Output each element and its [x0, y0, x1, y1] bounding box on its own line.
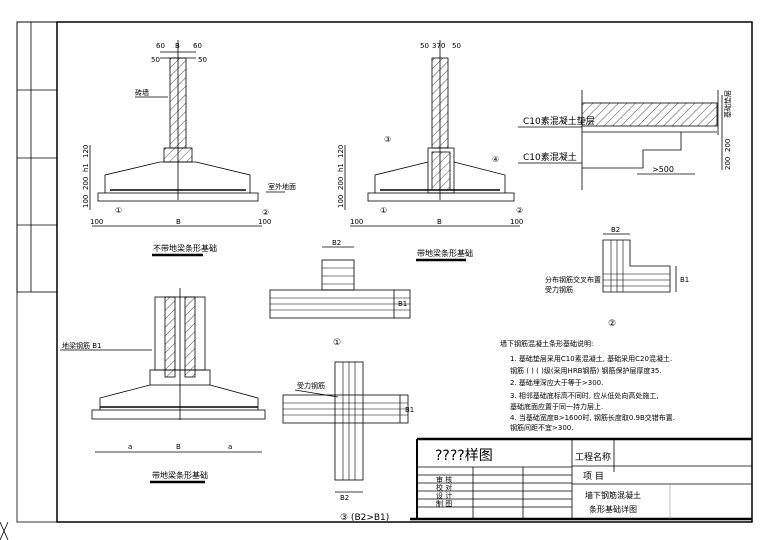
- plan-t-caption: ①: [333, 338, 341, 348]
- dim-left-4: 100: [337, 195, 345, 208]
- dim-bottom-right: 100: [510, 218, 523, 226]
- dim-bottom-right: 100: [258, 218, 271, 226]
- dim-left-2: h1: [337, 163, 345, 172]
- marker-2: ②: [516, 206, 523, 215]
- dim-left-2: h1: [82, 163, 90, 172]
- dim-right: B1: [680, 276, 689, 284]
- label-top: C10素混凝土垫层: [523, 115, 595, 127]
- label: 受力钢筋: [297, 381, 325, 390]
- section-no-ground-beam: 60 B 60 50 50 砖墙 120 h1 200 100 100 B 10…: [82, 40, 296, 257]
- dim-bottom: B2: [340, 494, 349, 502]
- label-1: 分布钢筋交叉布置: [545, 275, 601, 284]
- sign-row: 审 核: [436, 475, 452, 484]
- dim-bottom-mid: B: [176, 443, 181, 451]
- dim-top-right: 50: [452, 42, 461, 50]
- dim-top: B2: [611, 226, 620, 234]
- dim-bottom-left: 100: [350, 218, 363, 226]
- section1-caption: 不带地梁条形基础: [153, 243, 217, 253]
- dim-top-right: 60: [193, 42, 202, 50]
- sign-row: 制 图: [436, 499, 452, 508]
- left-label: 地梁钢筋 B1: [62, 341, 101, 350]
- dim-bottom-right: a: [228, 443, 232, 451]
- section-ground-beam-detail: 地梁钢筋 B1 a B a 带地梁条形基础: [60, 288, 266, 484]
- notes-heading: 墙下钢筋混凝土条形基础说明:: [500, 339, 593, 348]
- marker-4: ④: [492, 155, 499, 164]
- dim-left-1: 120: [337, 145, 345, 158]
- dim-bottom-left: a: [128, 443, 132, 451]
- plan-cross: 受力钢筋 B1 B2 ③ (B2>B1): [282, 361, 414, 523]
- dim-right: B1: [398, 300, 407, 308]
- section3-caption: 带地梁条形基础: [152, 470, 208, 480]
- marker-b: ②: [262, 208, 269, 217]
- ground-label: 室外地面: [268, 182, 296, 191]
- drawing-name-line1: 墙下钢筋混凝土: [585, 490, 641, 500]
- dim-step: >500: [652, 165, 674, 174]
- dim-right-1: 基础垫层: [723, 90, 732, 118]
- project-name-label: 工程名称: [575, 451, 611, 463]
- note-line: 基础底面应置于同一持力层上.: [510, 402, 603, 411]
- dim-left-3: 200: [337, 177, 345, 190]
- dim-left-3: 200: [82, 177, 90, 190]
- label-2: 受力钢筋: [545, 285, 573, 294]
- title-block: ????样图 工程名称 项 目 墙下钢筋混凝土 条形基础详图 审 核 校 对 设…: [410, 437, 752, 521]
- dim-top-mid: 370: [432, 42, 445, 50]
- plan-l-corner: B2 分布钢筋交叉布置 受力钢筋 B1 ②: [545, 226, 689, 329]
- plan-cross-caption: ③ (B2>B1): [340, 513, 389, 523]
- wall-label: 砖墙: [135, 88, 149, 97]
- dim-top-mid: B: [175, 42, 180, 50]
- dim-bottom-mid: B: [176, 218, 181, 226]
- marker-a: ①: [115, 206, 122, 215]
- dim-side-left: 50: [151, 56, 160, 64]
- dim-right-2: 200: [724, 139, 732, 152]
- note-line: 4. 当基础宽度B>1600时, 钢筋长度取0.9B交错布置.: [510, 413, 675, 422]
- section-with-ground-beam: 50 370 50 120 h1 200 100 100 B 100 ③ ④ ①…: [337, 40, 523, 262]
- note-line: 3. 相邻基础底标高不同时, 应从低处向高处施工,: [510, 391, 659, 400]
- marker-1: ①: [380, 206, 387, 215]
- section2-caption: 带地梁条形基础: [417, 248, 473, 258]
- sign-row: 校 对: [436, 483, 452, 492]
- cushion-detail: C10素混凝土垫层 C10素混凝土 基础垫层 200 200 >500: [518, 90, 732, 190]
- dim-top-left: 50: [420, 42, 429, 50]
- drawing-title: ????样图: [435, 448, 493, 464]
- dim-right: B1: [405, 406, 414, 414]
- dim-bottom-left: 100: [90, 218, 103, 226]
- dim-right-3: 200: [724, 157, 732, 170]
- design-notes: 墙下钢筋混凝土条形基础说明: 1. 基础垫层采用C10素混凝土, 基础采用C20…: [500, 339, 675, 432]
- note-line: 2. 基础埋深应大于等于>300.: [510, 378, 603, 387]
- label-bottom: C10素混凝土: [523, 151, 577, 163]
- note-line: 1. 基础垫层采用C10素混凝土, 基础采用C20混凝土.: [510, 354, 672, 363]
- dim-top: B2: [332, 239, 341, 247]
- dim-top-left: 60: [156, 42, 165, 50]
- left-signature-strip: [16, 21, 58, 293]
- note-line: 钢筋间距不宜>300.: [510, 423, 573, 432]
- sheet-frame: [0, 21, 753, 540]
- dim-left-1: 120: [82, 145, 90, 158]
- note-line: 钢筋 ( ) ( )级(采用HRB钢筋) 钢筋保护层厚度35.: [510, 366, 662, 375]
- item-label: 项 目: [583, 471, 604, 482]
- plan-l-caption: ②: [608, 319, 616, 329]
- dim-side-right: 50: [198, 56, 207, 64]
- plan-t-junction: B2 B1 ①: [269, 239, 411, 348]
- dim-left-4: 100: [82, 195, 90, 208]
- marker-3: ③: [384, 135, 391, 144]
- drawing-name-line2: 条形基础详图: [589, 504, 637, 514]
- dim-bottom-mid: B: [437, 218, 442, 226]
- sign-row: 设 计: [436, 491, 452, 500]
